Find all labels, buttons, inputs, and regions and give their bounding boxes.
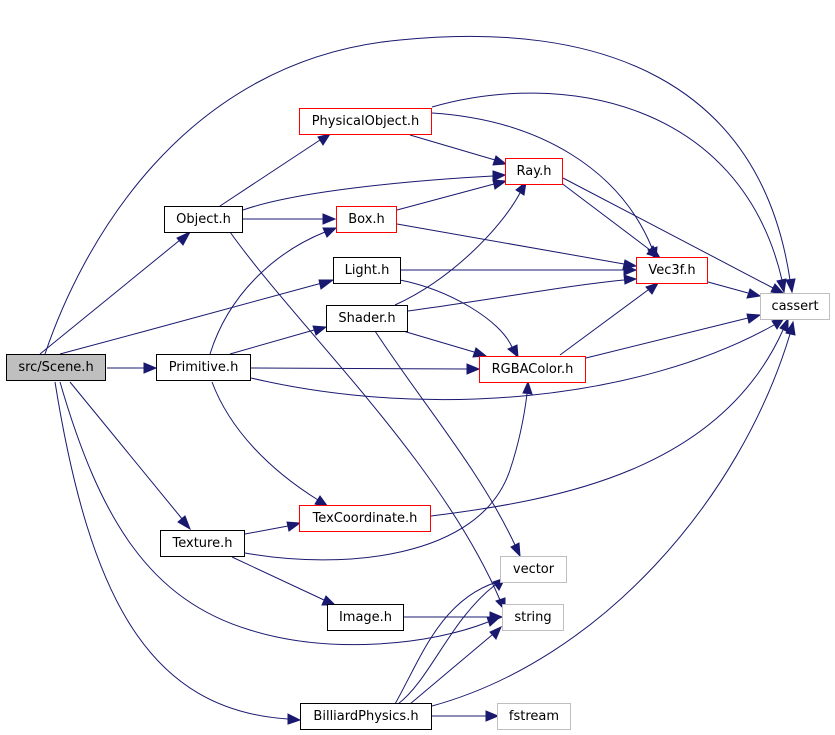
node-cassert[interactable]: cassert: [760, 293, 830, 320]
edge-texture-image: [231, 556, 337, 606]
node-texcoordinate[interactable]: TexCoordinate.h: [299, 505, 431, 532]
edge-scene-cassert: [44, 35, 796, 355]
node-texcoordinate-label: TexCoordinate.h: [312, 511, 418, 526]
node-string[interactable]: string: [502, 604, 564, 631]
node-string-label: string: [514, 610, 552, 625]
edge-ray-vec3f: [559, 181, 662, 259]
edge-light-rgbacolor: [399, 279, 519, 359]
node-image-label: Image.h: [338, 610, 393, 625]
node-scene[interactable]: src/Scene.h: [6, 354, 106, 381]
node-scene-label: src/Scene.h: [18, 360, 94, 375]
edge-scene-object: [39, 230, 192, 355]
edge-scene-primitive: [107, 362, 158, 374]
edge-primitive-shader: [229, 325, 328, 355]
node-box-label: Box.h: [348, 212, 385, 227]
node-primitive[interactable]: Primitive.h: [156, 354, 251, 381]
node-vector[interactable]: vector: [500, 556, 567, 583]
edge-shader-rgbacolor: [402, 330, 488, 358]
node-physicalobject-label: PhysicalObject.h: [311, 114, 420, 129]
edge-shader-ray: [394, 180, 527, 306]
node-vec3f[interactable]: Vec3f.h: [636, 257, 708, 284]
edge-shader-vector: [374, 330, 521, 558]
edge-primitive-box: [209, 227, 338, 355]
node-fstream-label: fstream: [508, 709, 560, 724]
edge-object-ray: [242, 170, 507, 211]
node-shader-label: Shader.h: [338, 311, 396, 326]
node-rgbacolor[interactable]: RGBAColor.h: [479, 356, 586, 383]
edge-billiardphysics-fstream: [432, 710, 500, 722]
node-physicalobject[interactable]: PhysicalObject.h: [299, 108, 432, 135]
edge-object-box: [243, 213, 337, 225]
edge-physicalobject-cassert: [431, 92, 787, 294]
node-light[interactable]: Light.h: [333, 257, 401, 284]
edge-object-physicalobject: [219, 133, 332, 207]
edge-box-vec3f: [396, 223, 638, 270]
node-cassert-label: cassert: [771, 299, 819, 314]
edge-primitive-rgbacolor: [250, 363, 481, 375]
node-object-label: Object.h: [176, 212, 231, 227]
edge-scene-light: [59, 279, 335, 355]
node-fstream[interactable]: fstream: [497, 703, 571, 730]
edge-rgbacolor-cassert: [585, 313, 762, 359]
node-texture[interactable]: Texture.h: [160, 530, 245, 557]
node-object[interactable]: Object.h: [164, 206, 243, 233]
edge-billiardphysics-string: [409, 626, 502, 705]
edge-scene-billiardphysics: [54, 381, 302, 725]
node-primitive-label: Primitive.h: [168, 360, 239, 375]
edge-billiardphysics-vector2: [394, 581, 498, 705]
edge-vec3f-cassert: [707, 281, 762, 299]
edge-texture-rgbacolor: [244, 380, 533, 561]
node-rgbacolor-label: RGBAColor.h: [491, 362, 574, 377]
edge-scene-string: [59, 381, 502, 646]
node-ray-label: Ray.h: [516, 164, 552, 179]
edge-physicalobject-vec3f: [431, 112, 658, 262]
node-ray[interactable]: Ray.h: [505, 158, 563, 185]
edge-image-string: [404, 611, 504, 623]
edge-rgbacolor-vec3f: [559, 282, 660, 356]
edge-texcoordinate-cassert: [430, 317, 789, 517]
edge-light-vec3f: [401, 264, 638, 276]
edge-physicalobject-ray: [409, 134, 508, 166]
node-billiardphysics-label: BilliardPhysics.h: [313, 709, 419, 724]
edge-texture-texcoordinate: [244, 521, 302, 535]
edge-shader-vec3f: [407, 274, 638, 312]
edge-billiardphysics-cassert: [431, 320, 796, 707]
node-box[interactable]: Box.h: [336, 206, 397, 233]
node-vec3f-label: Vec3f.h: [648, 263, 696, 278]
node-light-label: Light.h: [344, 263, 390, 278]
node-image[interactable]: Image.h: [327, 604, 404, 631]
edge-object-string: [229, 231, 506, 612]
node-texture-label: Texture.h: [172, 536, 233, 551]
node-vector-label: vector: [512, 562, 555, 577]
node-shader[interactable]: Shader.h: [326, 305, 408, 332]
edge-scene-texture: [69, 381, 191, 531]
node-billiardphysics[interactable]: BilliardPhysics.h: [300, 703, 432, 730]
edge-box-ray: [396, 179, 508, 211]
edge-primitive-texcoordinate: [211, 381, 330, 508]
